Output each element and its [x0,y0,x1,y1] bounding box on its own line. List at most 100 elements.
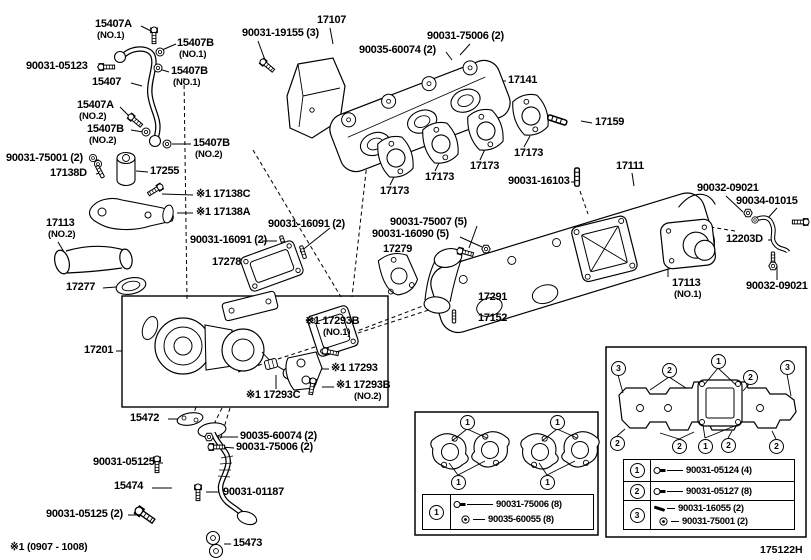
water-bypass-parts-drawing [88,151,308,260]
part-label-1-17293b: ※1 17293B(NO.2) [336,379,391,402]
part-label-90031-75006-2: 90031-75006 (2) [236,441,313,453]
part-label-90031-19155-3: 90031-19155 (3) [242,27,319,39]
legend-key-circle: 1 [429,504,444,520]
part-label-17159: 17159 [595,116,625,128]
part-label-17173: 17173 [514,147,544,159]
part-label-90032-09021: 90032-09021 [746,280,808,292]
part-label-90031-75007-5: 90031-75007 (5) [390,216,467,228]
turbo-stay-bracket-drawing [263,346,340,396]
part-label-1-17293c: ※1 17293C [246,389,301,401]
part-label-90035-60074-2: 90035-60074 (2) [359,44,436,56]
stud-16103-drawing [573,167,581,187]
legend-key-circle: 2 [629,483,645,499]
bolt-icon [653,467,666,475]
part-label-15407b: 15407B(NO.1) [171,65,208,88]
diagram-code: 175122H [760,544,803,556]
callout-2: 2 [769,439,784,454]
gasket-legend: 1 90031-75006 (8) 90035-60055 (8) [422,494,594,530]
callout-3: 3 [780,360,795,375]
callout-2: 2 [610,436,625,451]
stud-icon [654,505,665,512]
part-label-15473: 15473 [233,537,263,549]
part-label-1-17138a: ※1 17138A [196,206,251,218]
callout-1: 1 [698,439,713,454]
turbine-inlet-gasket-drawing [240,240,304,292]
part-label-17173: 17173 [425,171,455,183]
legend-part-number: 90031-75006 (8) [496,499,562,510]
legend-part-number: 90031-05124 (4) [686,465,752,477]
part-label-90035-60074-2: 90035-60074 (2) [240,430,317,442]
legend-key-circle: 1 [629,463,645,479]
nut-icon [659,517,668,526]
part-label-17113: 17113(NO.1) [672,277,702,300]
legend-key-circle: 3 [629,507,645,523]
part-label-17278: 17278 [212,256,242,268]
part-label-1-17138c: ※1 17138C [196,188,251,200]
stud-17159-drawing [546,113,569,127]
legend-part-number: 90031-16055 (2) [678,503,744,514]
callout-2: 2 [721,438,736,453]
callout-2: 2 [743,370,758,385]
callout-1: 1 [451,475,466,490]
heat-insulator-drawing [258,56,346,139]
part-label-17277: 17277 [66,281,96,293]
callout-1: 1 [460,415,475,430]
part-label-17111: 17111 [616,160,644,172]
nut-icon [461,515,470,524]
callout-2: 2 [672,439,687,454]
part-label-15407a: 15407A(NO.2) [77,99,114,122]
part-label-12203d: 12203D [726,233,763,245]
part-label-17279: 17279 [383,243,413,255]
legend-part-number: 90031-75001 (2) [682,516,748,527]
part-label-17255: 17255 [150,165,180,177]
part-label-15474: 15474 [114,480,144,492]
part-label-15472: 15472 [130,412,160,424]
part-label-17291: 17291 [478,291,508,303]
part-label-17173: 17173 [380,185,410,197]
part-label-90031-16090-5: 90031-16090 (5) [372,228,449,240]
bolt-icon [653,487,666,495]
part-label-15407b: 15407B(NO.1) [177,37,214,60]
callout-3: 3 [611,361,626,376]
part-label-90034-01015: 90034-01015 [736,195,798,207]
part-label-1-17293: ※1 17293 [331,362,378,374]
part-label-90031-05125: 90031-05125 [93,456,155,468]
water-outlet-flange-drawing [660,218,716,270]
part-label-90031-16103: 90031-16103 [508,175,570,187]
part-label-15407b: 15407B(NO.2) [87,123,124,146]
bolt-icon [453,501,466,508]
part-label-90031-75006-2: 90031-75006 (2) [427,30,504,42]
cover-legend: 1 90031-05124 (4) 2 90031-05127 (8) 3 90… [623,459,795,530]
part-label-90031-75001-2: 90031-75001 (2) [6,152,83,164]
part-label-90032-09021: 90032-09021 [697,182,759,194]
callout-2: 2 [662,363,677,378]
legend-part-number: 90035-60055 (8) [488,514,554,525]
part-label-90031-01187: 90031-01187 [223,486,284,498]
bypass-pipe-drawing [743,208,810,271]
part-label-17173: 17173 [470,160,500,172]
part-label-17141: 17141 [508,74,538,86]
oil-feed-pipe-drawing [88,26,172,169]
applicability-note: ※1 (0907 - 1008) [10,541,88,553]
legend-part-number: 90031-05127 (8) [686,485,752,497]
part-label-17107: 17107 [317,14,347,26]
intake-manifold-drawing [430,192,716,334]
manifold-gasket-drawing [508,89,553,140]
callout-1: 1 [550,415,565,430]
part-label-90031-16091-2: 90031-16091 (2) [190,234,267,246]
part-label-17138d: 17138D [50,167,87,179]
part-label-15407: 15407 [92,76,122,88]
part-label-17201: 17201 [84,344,114,356]
part-label-17113: 17113(NO.2) [46,217,76,240]
exhaust-elbow-drawing [377,244,491,324]
water-inlet-elbow-drawing [54,245,147,295]
turbocharger-box-drawing [121,290,389,408]
oil-return-pipe-drawing [132,412,258,559]
part-label-1-17293b: ※1 17293B(NO.1) [305,315,360,338]
callout-1: 1 [540,475,555,490]
callout-1: 1 [711,354,726,369]
part-label-15407b: 15407B(NO.2) [193,137,230,160]
part-label-90031-05125-2: 90031-05125 (2) [46,508,123,520]
part-label-15407a: 15407A(NO.1) [95,18,132,41]
